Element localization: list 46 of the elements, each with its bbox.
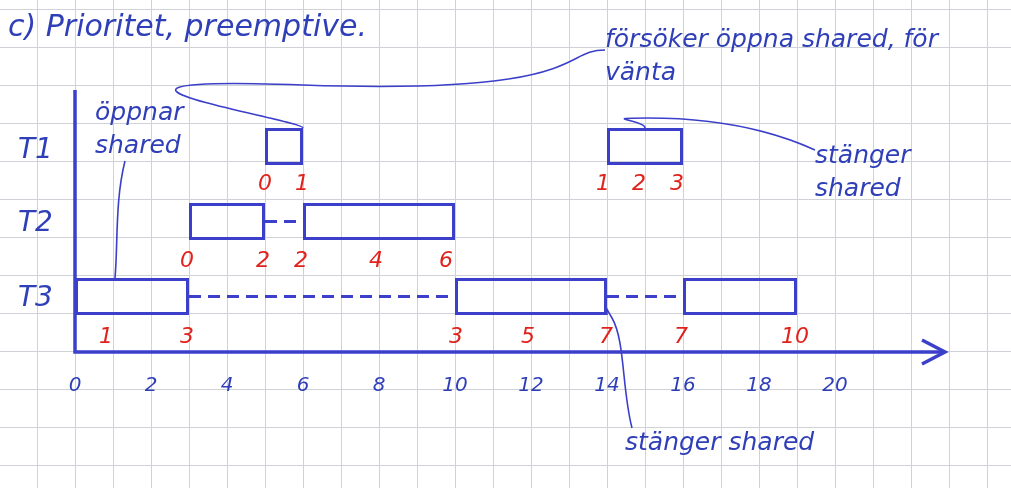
row-label: T1 <box>18 132 53 165</box>
axis-tick-label: 8 <box>372 372 386 396</box>
annotation-text: försöker öppna shared, för vänta <box>605 22 1010 88</box>
axis-tick-label: 2 <box>144 372 158 396</box>
task-bar <box>265 128 303 165</box>
annotation-text: stänger shared <box>625 425 995 458</box>
annotation-text: öppnar shared <box>95 95 245 161</box>
task-bar <box>189 203 265 240</box>
leader-line <box>174 49 606 129</box>
time-label: 7 <box>674 323 688 348</box>
axis-tick-label: 14 <box>594 372 620 396</box>
time-label: 7 <box>599 323 613 348</box>
task-bar <box>303 203 455 240</box>
time-label: 6 <box>439 247 453 272</box>
task-bar <box>683 278 797 315</box>
axis-tick-label: 6 <box>296 372 310 396</box>
time-label: 0 <box>258 170 272 195</box>
task-bar <box>607 128 683 165</box>
title: c) Prioritet, preemptive. <box>8 8 367 43</box>
time-label: 2 <box>256 247 270 272</box>
time-label: 1 <box>295 170 309 195</box>
annotation-text: stänger shared <box>815 138 990 204</box>
time-label: 2 <box>632 170 646 195</box>
time-label: 10 <box>781 323 809 348</box>
time-label: 2 <box>294 247 308 272</box>
leader-line <box>623 117 816 151</box>
time-label: 1 <box>596 170 610 195</box>
axis-tick-label: 16 <box>670 372 696 396</box>
time-label: 3 <box>670 170 684 195</box>
axis-tick-label: 18 <box>746 372 772 396</box>
axis-tick-label: 4 <box>220 372 234 396</box>
leader-line <box>114 160 126 279</box>
time-label: 3 <box>449 323 463 348</box>
axis-tick-label: 12 <box>518 372 544 396</box>
time-label: 5 <box>521 323 535 348</box>
task-bar <box>455 278 607 315</box>
task-bar <box>75 278 189 315</box>
time-label: 1 <box>99 323 113 348</box>
axis-tick-label: 0 <box>68 372 82 396</box>
time-label: 3 <box>180 323 194 348</box>
time-label: 0 <box>180 247 194 272</box>
axis-tick-label: 10 <box>442 372 468 396</box>
axis-tick-label: 20 <box>822 372 848 396</box>
row-label: T3 <box>18 280 53 313</box>
time-label: 4 <box>369 247 383 272</box>
row-label: T2 <box>18 205 53 238</box>
